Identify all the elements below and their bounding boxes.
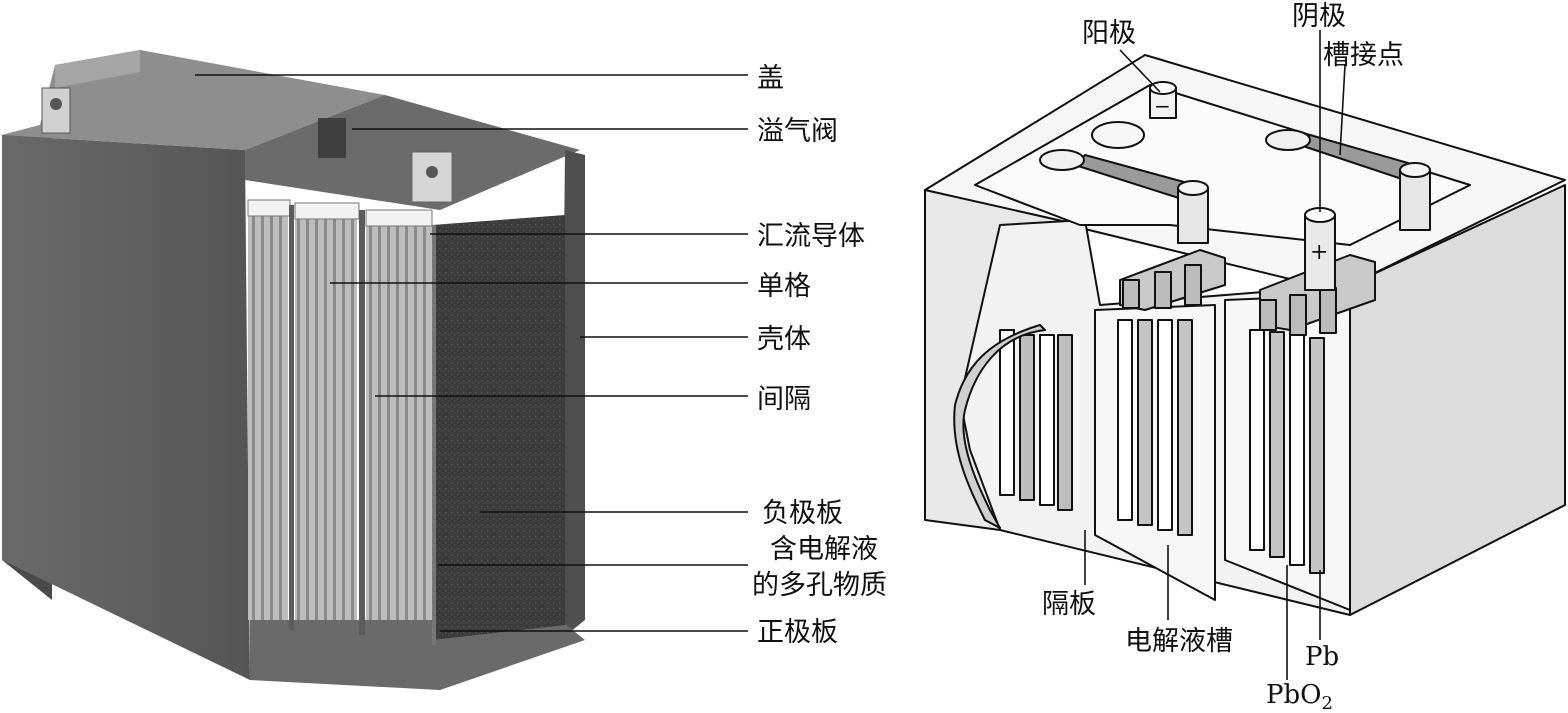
label-pb: Pb	[1305, 642, 1339, 672]
right-cell-box	[1224, 294, 1351, 611]
lug-cap-left	[1039, 149, 1085, 171]
right-plate-3	[1289, 334, 1305, 566]
label-pbo2-base: PbO	[1266, 680, 1321, 710]
label-spacer: 间隔	[757, 384, 811, 415]
post-right	[1399, 169, 1431, 231]
right-plate-4	[1309, 337, 1325, 574]
vent-cap	[1091, 121, 1145, 149]
left-cell-plate-4	[1057, 334, 1073, 511]
cathode-plus-sign: +	[1310, 240, 1328, 265]
cell-plates-3	[366, 215, 432, 620]
label-porous-line1: 含电解液	[770, 534, 878, 565]
label-pbo2-sub: 2	[1321, 693, 1332, 713]
anode-minus-sign: −	[1154, 94, 1171, 118]
cell-plates-2	[295, 215, 357, 620]
label-anode: 阳极	[1082, 18, 1136, 49]
leader-cell-connector	[1339, 64, 1346, 156]
porous-electrolyte-mat	[432, 215, 565, 640]
label-cover: 盖	[757, 63, 784, 94]
middle-plate-4	[1177, 319, 1193, 536]
label-electrolyte-cell: 电解液槽	[1125, 626, 1233, 657]
battery-terminal-left	[41, 87, 71, 134]
top-cover-plate	[974, 84, 1471, 246]
label-cell: 单格	[757, 271, 811, 302]
label-porous-line2: 的多孔物质	[752, 570, 887, 601]
flooded-battery-illustration	[924, 54, 1566, 616]
bus-bar-1	[247, 199, 291, 217]
label-cell-connector: 槽接点	[1323, 40, 1404, 71]
label-pbo2: PbO2	[1266, 680, 1333, 713]
left-leader-lines	[195, 74, 748, 632]
left-cell-plate-1	[999, 329, 1015, 496]
right-leader-lines	[1084, 30, 1346, 680]
label-case: 壳体	[757, 324, 811, 355]
cell-partition-3	[432, 225, 436, 645]
middle-plate-2	[1137, 319, 1153, 526]
battery-case-front	[2, 135, 250, 680]
cell-partition-1	[289, 205, 294, 630]
left-cell-plate-2	[1019, 334, 1035, 501]
label-bus-conductor: 汇流导体	[757, 221, 865, 252]
cathode-terminal	[1304, 214, 1336, 291]
lug-cap-right	[1265, 129, 1311, 151]
right-plate-1	[1249, 329, 1265, 551]
label-separator: 隔板	[1042, 589, 1096, 620]
label-negative-plate: 负极板	[762, 498, 843, 529]
bus-bar-3	[365, 209, 433, 227]
relief-valve-shape	[318, 118, 346, 158]
left-cell-plate-3	[1039, 334, 1055, 506]
post-left	[1177, 187, 1209, 244]
cell-partition-2	[359, 210, 365, 635]
right-plate-2	[1269, 331, 1285, 558]
label-positive-plate: 正极板	[757, 617, 838, 648]
middle-plate-1	[1117, 319, 1133, 521]
leader-anode	[1119, 49, 1161, 93]
torn-separator-edge	[953, 324, 1046, 529]
bus-bar-2	[294, 202, 360, 220]
middle-plate-3	[1157, 319, 1173, 531]
vrla-battery-illustration	[2, 50, 585, 690]
battery-case-right-wall	[560, 150, 585, 640]
battery-case-bottom	[250, 620, 585, 690]
cell-plates-1	[248, 215, 288, 620]
label-relief-valve: 溢气阀	[757, 116, 838, 147]
label-cathode: 阴极	[1292, 1, 1346, 32]
